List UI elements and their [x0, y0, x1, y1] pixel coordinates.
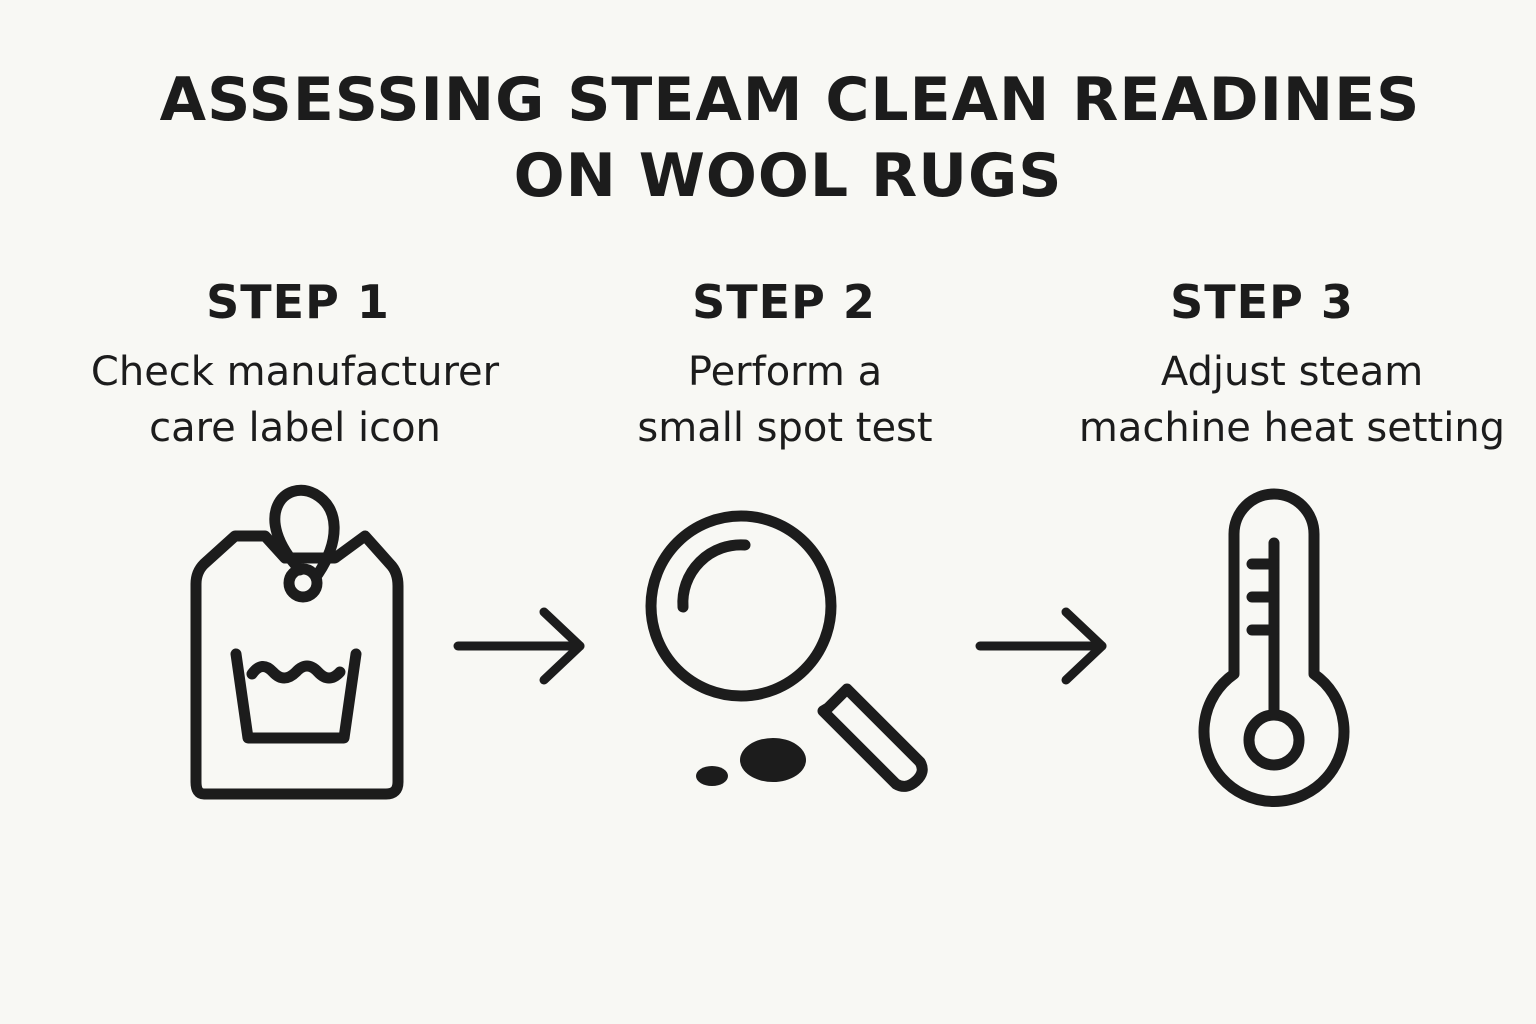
- magnifying-glass-icon: [645, 510, 928, 792]
- step-1-description-line-2: care label icon: [149, 405, 441, 451]
- step-3-description-line-1: Adjust steam: [1160, 349, 1424, 395]
- step-3-description: Adjust steam machine heat setting: [1012, 344, 1536, 456]
- page-title-line-2: ON WOOL RUGS: [513, 141, 1063, 211]
- step-3-heading: STEP 3: [1170, 275, 1354, 329]
- step-2-description: Perform a small spot test: [505, 344, 1065, 456]
- step-2-heading: STEP 2: [692, 275, 876, 329]
- arrow-right-icon: [453, 607, 585, 685]
- step-1-description: Check manufacturer care label icon: [15, 344, 575, 456]
- thermometer-icon: [1198, 488, 1350, 807]
- step-2-description-line-1: Perform a: [687, 349, 883, 395]
- page-title-line-1: ASSESSING STEAM CLEAN READINES: [159, 65, 1421, 135]
- care-label-tag-icon: [190, 484, 404, 800]
- stain-marks: [696, 738, 806, 786]
- step-1-description-line-1: Check manufacturer: [90, 349, 500, 395]
- step-1-heading: STEP 1: [206, 275, 390, 329]
- step-2-description-line-2: small spot test: [637, 405, 933, 451]
- step-3-description-line-2: machine heat setting: [1078, 405, 1506, 451]
- arrow-right-icon-2: [975, 607, 1107, 685]
